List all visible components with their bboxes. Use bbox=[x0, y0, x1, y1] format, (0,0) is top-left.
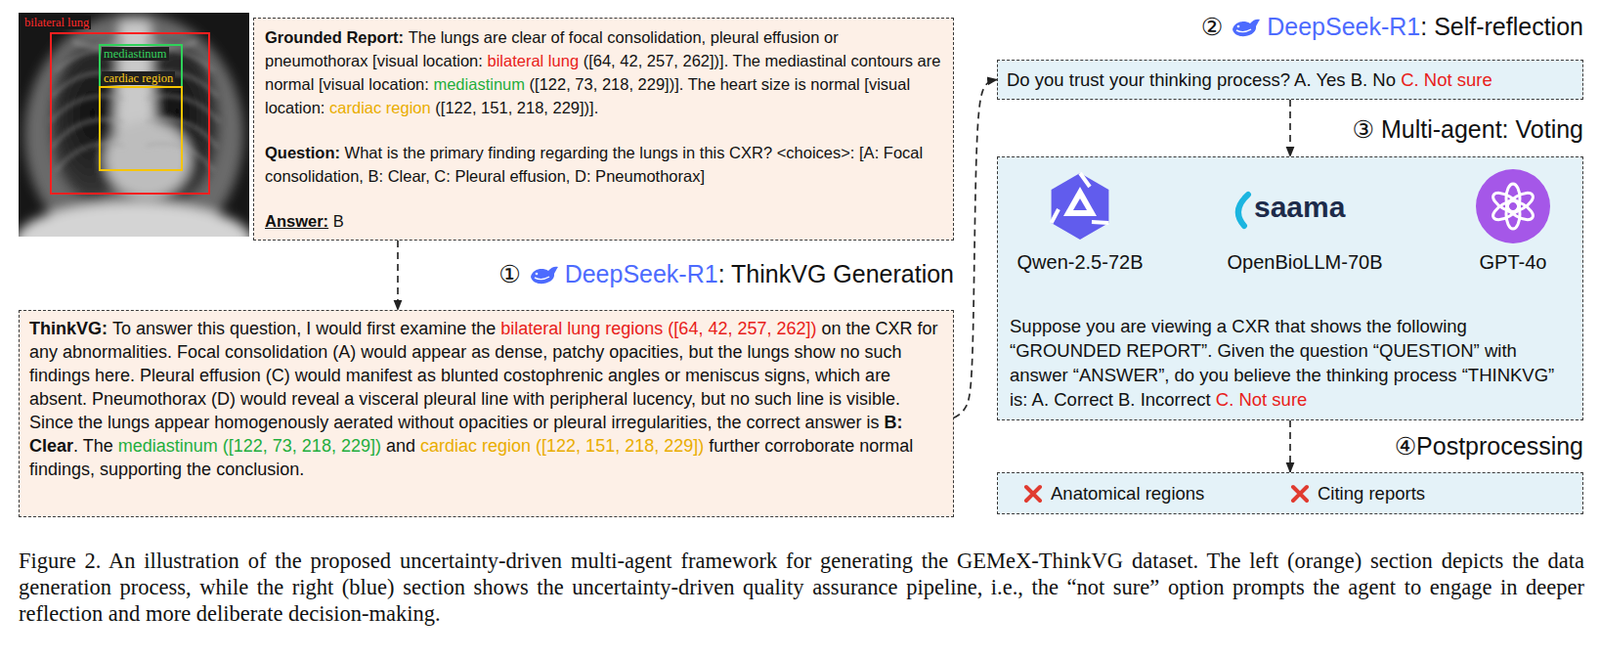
flow-arrow bbox=[1289, 420, 1292, 473]
step-heading: ② bbox=[1201, 12, 1223, 42]
cross-icon bbox=[1290, 483, 1310, 504]
thinkvg-text: . The bbox=[73, 435, 114, 456]
region-label-group: bilateral lung bbox=[22, 15, 91, 30]
step-heading: ① bbox=[498, 259, 520, 289]
region-label: mediastinum bbox=[101, 46, 170, 61]
voting-box: Suppose you are viewing a CXR that shows… bbox=[996, 156, 1584, 421]
thinkvg-text: cardiac region ([122, 151, 218, 229]) bbox=[420, 435, 704, 456]
model-name: Qwen-2.5-72B bbox=[1017, 251, 1144, 274]
step-heading: DeepSeek-R1 bbox=[1266, 12, 1421, 42]
region-label-group: cardiac region bbox=[101, 71, 175, 86]
step-heading: : ThinkVG Generation bbox=[718, 259, 954, 289]
figure-caption: Figure 2. An illustration of the propose… bbox=[18, 547, 1585, 627]
prompt-text: C. Not sure bbox=[1215, 389, 1308, 410]
flow-arrow bbox=[396, 240, 399, 310]
thinkvg-text: bilateral lung regions ([64, 42, 257, 26… bbox=[500, 318, 817, 339]
postprocess-box: Anatomical regions Citing reports bbox=[996, 472, 1584, 515]
thinkvg-text: ThinkVG: bbox=[29, 318, 108, 339]
text-group: Question:What is the primary finding reg… bbox=[264, 140, 943, 188]
thinkvg-text: To answer this question, I would first e… bbox=[112, 318, 496, 339]
model-name: GPT-4o bbox=[1479, 251, 1548, 274]
region-label: cardiac region bbox=[101, 71, 175, 86]
text-group: Answer:B bbox=[264, 209, 943, 233]
text-group: Anatomical regions Citing reports bbox=[1023, 480, 1571, 506]
step-heading: : Self-reflection bbox=[1420, 12, 1584, 42]
text-group: Suppose you are viewing a CXR that shows… bbox=[1009, 313, 1571, 412]
thinkvg-box: ThinkVG:To answer this question, I would… bbox=[18, 309, 954, 518]
question-text: Do you trust your thinking process? A. Y… bbox=[1006, 69, 1396, 90]
report-text: Answer: bbox=[264, 212, 329, 230]
flow-arrow bbox=[1289, 99, 1292, 157]
model-name: OpenBioLLM-70B bbox=[1227, 251, 1384, 274]
text-group: Grounded Report:The lungs are clear of f… bbox=[264, 25, 943, 120]
reflection-box: Do you trust your thinking process? A. Y… bbox=[996, 59, 1584, 100]
report-text: B bbox=[333, 212, 345, 230]
region-label-group: mediastinum bbox=[101, 46, 170, 61]
thinkvg-text: and bbox=[386, 435, 416, 456]
question-text: C. Not sure bbox=[1400, 69, 1493, 90]
step-heading: ④Postprocessing bbox=[1394, 432, 1584, 461]
whale-icon bbox=[528, 262, 561, 287]
step-heading-group: ③ Multi-agent: Voting bbox=[1352, 115, 1584, 144]
report-text: Question: bbox=[264, 143, 341, 162]
flow-arrow bbox=[953, 80, 997, 419]
step-heading-group: ② DeepSeek-R1: Self-reflection bbox=[1201, 12, 1584, 42]
model-logos bbox=[997, 157, 1581, 295]
cross-icon bbox=[1023, 483, 1043, 504]
text-group: ThinkVG:To answer this question, I would… bbox=[29, 316, 944, 481]
report-box: Grounded Report:The lungs are clear of f… bbox=[253, 17, 954, 241]
report-text: bilateral lung bbox=[487, 51, 580, 70]
thinkvg-text: mediastinum ([122, 73, 218, 229]) bbox=[118, 435, 382, 456]
report-text: cardiac region bbox=[329, 98, 432, 117]
step-heading-group: ④Postprocessing bbox=[1394, 432, 1584, 461]
postprocess-text: Citing reports bbox=[1317, 480, 1426, 506]
whale-icon bbox=[1230, 15, 1262, 40]
report-text: mediastinum bbox=[432, 75, 525, 93]
step-heading: ③ Multi-agent: Voting bbox=[1352, 115, 1584, 144]
report-text: ([122, 151, 218, 229])]. bbox=[434, 98, 599, 117]
logo-wordmark: saama bbox=[1254, 190, 1345, 224]
step-heading: DeepSeek-R1 bbox=[564, 259, 719, 289]
text-group: Do you trust your thinking process? A. Y… bbox=[1006, 67, 1574, 92]
region-label: bilateral lung bbox=[22, 15, 91, 30]
report-text: What is the primary finding regarding th… bbox=[264, 143, 923, 185]
step-heading-group: ① DeepSeek-R1: ThinkVG Generation bbox=[498, 259, 954, 289]
report-text: Grounded Report: bbox=[264, 28, 404, 46]
postprocess-text: Anatomical regions bbox=[1050, 480, 1291, 506]
